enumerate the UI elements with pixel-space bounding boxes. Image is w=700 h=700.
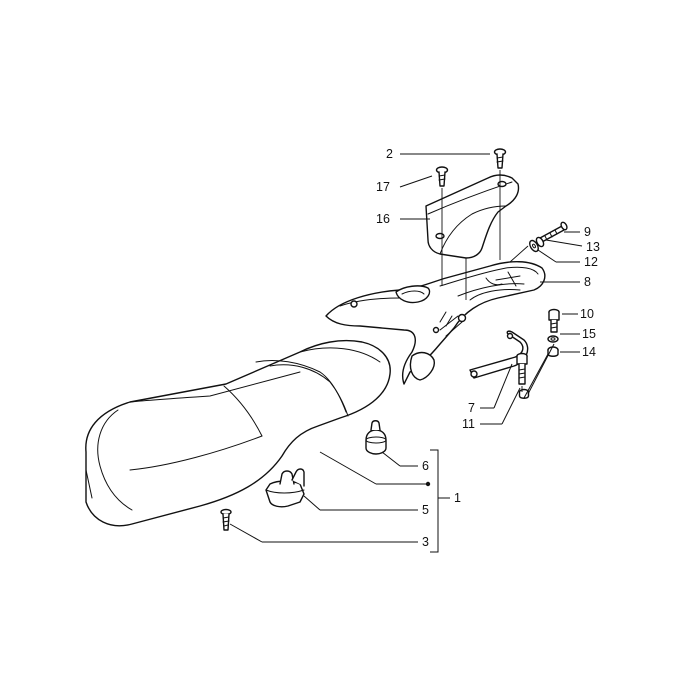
top-cover-16 — [425, 174, 520, 259]
callout-6: 6 — [422, 459, 429, 473]
bolt-10 — [548, 308, 560, 333]
washer-13 — [535, 236, 545, 248]
screw-17 — [435, 166, 449, 187]
callout-8: 8 — [584, 275, 591, 289]
screw-2 — [493, 148, 507, 169]
callout-16: 16 — [376, 212, 390, 226]
callout-7: 7 — [468, 401, 475, 415]
callout-12: 12 — [584, 255, 598, 269]
callout-14: 14 — [582, 345, 596, 359]
washer-12 — [529, 239, 539, 253]
callout-11: 11 — [462, 417, 475, 431]
callout-15: 15 — [582, 327, 596, 341]
leader-lines — [229, 153, 583, 553]
assembly-guide-lines — [441, 170, 529, 392]
rubber-buffer-6 — [365, 420, 387, 455]
callout-3: 3 — [422, 535, 429, 549]
assembly-dot — [425, 481, 431, 487]
nut-washer-under-handle — [518, 388, 530, 399]
callout-2: 2 — [386, 147, 393, 161]
callout-1: 1 — [454, 491, 461, 505]
bolt-9 — [539, 221, 568, 243]
callout-labels: 2 17 16 9 13 12 8 10 15 14 7 11 6 1 5 3 — [376, 147, 600, 549]
callout-17: 17 — [376, 180, 390, 194]
callout-13: 13 — [586, 240, 600, 254]
seat — [85, 339, 391, 527]
callout-5: 5 — [422, 503, 429, 517]
bolt-11 — [516, 352, 528, 385]
callout-9: 9 — [584, 225, 591, 239]
rear-tail-frame-8 — [325, 261, 546, 385]
screw-3 — [220, 508, 232, 531]
callout-10: 10 — [580, 307, 594, 321]
washer-15 — [547, 335, 559, 343]
rubber-buffer-5 — [265, 468, 305, 508]
